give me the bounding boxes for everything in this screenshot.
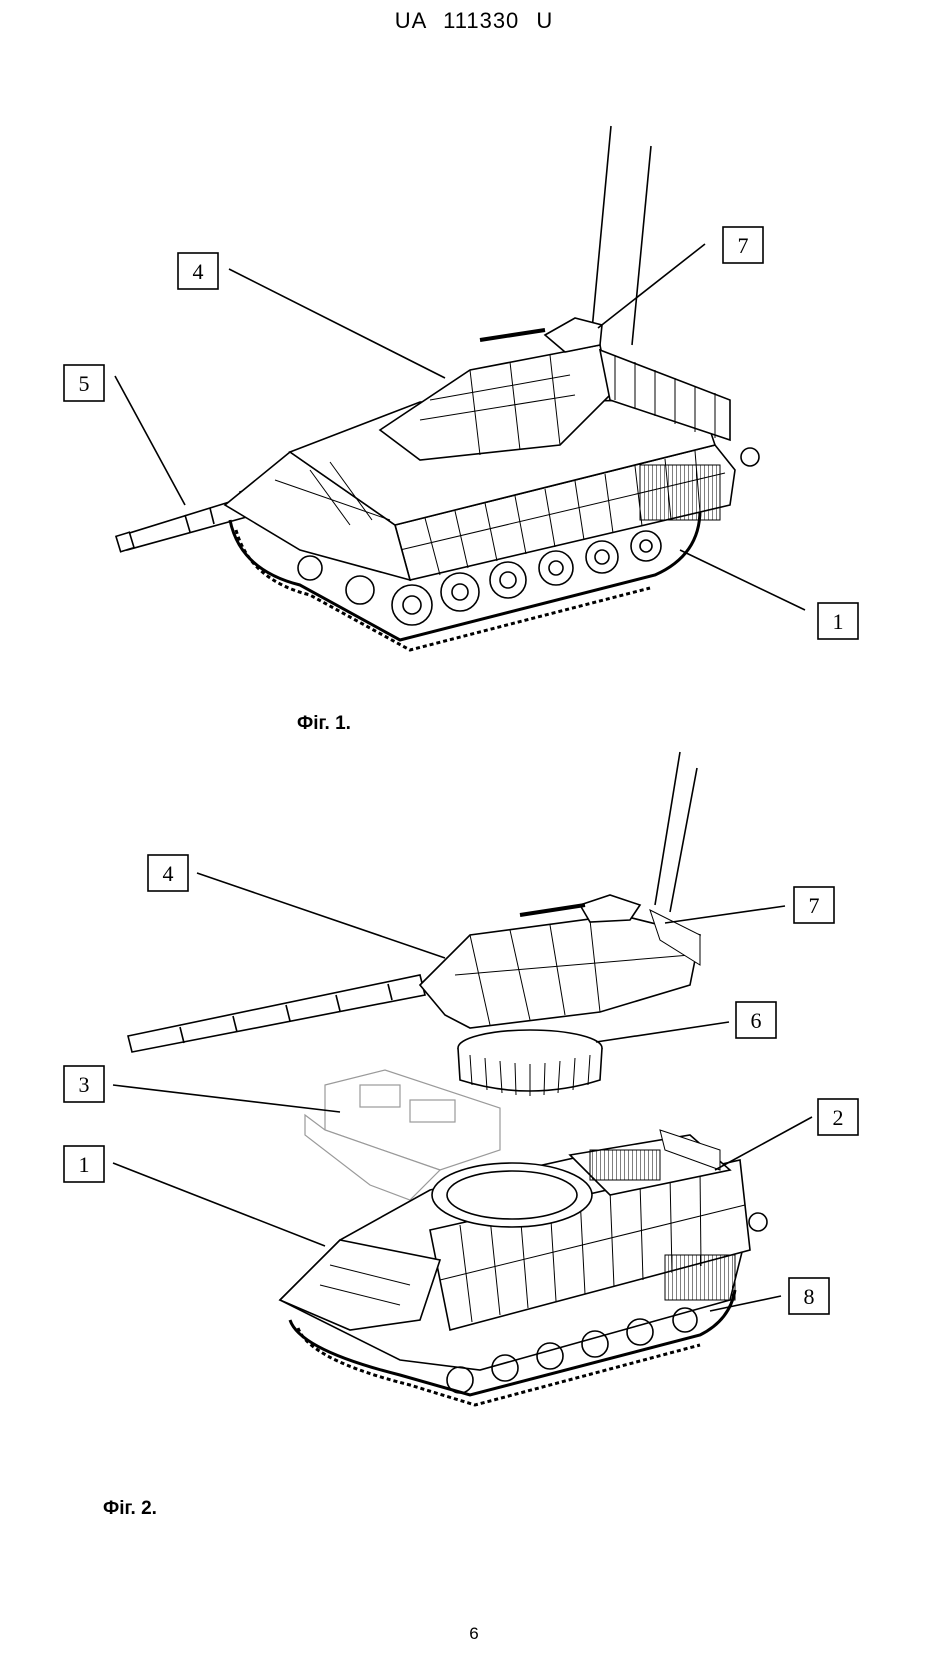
callout-box	[177, 252, 219, 290]
callout-label: 4	[163, 861, 174, 886]
road-wheels	[297, 530, 662, 626]
callout-box	[722, 226, 764, 264]
callout-box	[735, 1001, 777, 1039]
callout-box	[63, 364, 105, 402]
figure-1-tank-drawing: 4 7 5 1	[63, 125, 859, 652]
callout-label: 8	[804, 1284, 815, 1309]
road-wheels	[446, 1307, 698, 1394]
callout-label: 7	[809, 893, 820, 918]
leader-line	[114, 375, 186, 506]
figure-1-caption: Фіг. 1.	[297, 713, 351, 734]
callout-label: 4	[193, 259, 204, 284]
leader-line	[228, 268, 446, 379]
leader-line	[679, 549, 806, 611]
leader-line	[597, 243, 706, 329]
crew-module-drawing	[304, 1069, 501, 1201]
callout-label: 3	[79, 1072, 90, 1097]
antenna	[591, 125, 612, 331]
callout-box	[788, 1277, 830, 1315]
callout-label: 7	[738, 233, 749, 258]
callout-label: 1	[79, 1152, 90, 1177]
page-number: 6	[469, 1624, 479, 1643]
figure-2-caption: Фіг. 2.	[103, 1498, 157, 1519]
callout-label: 5	[79, 371, 90, 396]
callout-label: 6	[751, 1008, 762, 1033]
callout-box	[817, 1098, 859, 1136]
antenna	[631, 145, 652, 346]
callout-box	[793, 886, 835, 924]
callout-box	[817, 602, 859, 640]
callout-label: 1	[833, 609, 844, 634]
gun-barrel	[127, 974, 426, 1053]
callout-box	[147, 854, 189, 892]
patent-header: UA 111330 U	[394, 8, 554, 33]
callout-box	[63, 1145, 105, 1183]
figure-2-exploded-drawing: 4 7 6 3 2 1 8	[63, 751, 859, 1407]
callout-label: 2	[833, 1105, 844, 1130]
callout-box	[63, 1065, 105, 1103]
